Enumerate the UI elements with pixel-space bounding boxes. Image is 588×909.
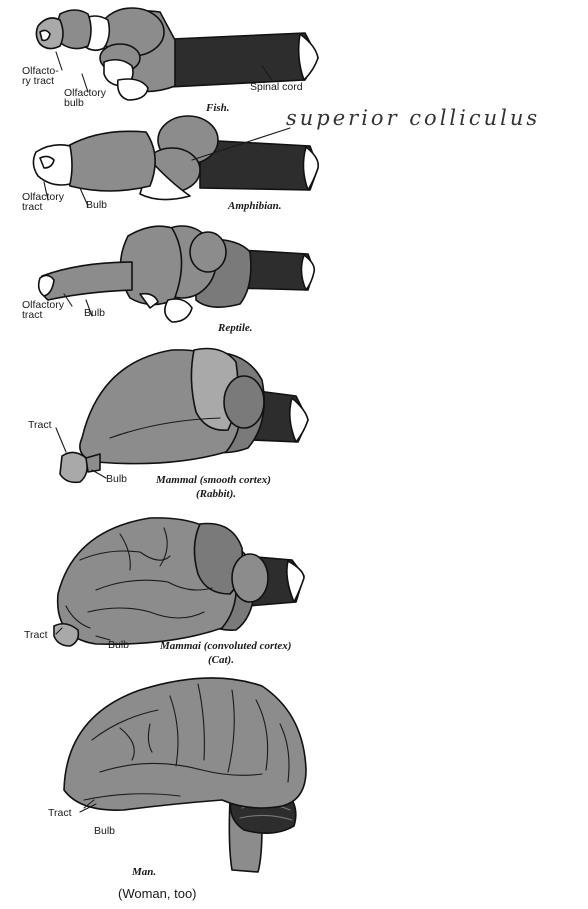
amphibian-bulb-label: Bulb xyxy=(86,200,107,210)
man-caption: Man. xyxy=(132,866,156,878)
rabbit-brain xyxy=(56,349,308,483)
man-bulb-label: Bulb xyxy=(94,826,115,836)
reptile-caption: Reptile. xyxy=(218,322,253,334)
amphibian-caption: Amphibian. xyxy=(228,200,282,212)
fish-olfactory-tract-label: Olfacto-ry tract xyxy=(22,66,59,86)
rabbit-caption-line1: Mammal (smooth cortex) xyxy=(156,474,271,486)
footer-note: (Woman, too) xyxy=(118,886,197,901)
rabbit-tract-label: Tract xyxy=(28,420,52,430)
cat-brain xyxy=(54,518,304,646)
handwritten-annotation: superior colliculus xyxy=(286,106,540,130)
cat-bulb-label: Bulb xyxy=(108,640,129,650)
fish-spinal-cord-label: Spinal cord xyxy=(250,82,303,92)
man-tract-label: Tract xyxy=(48,808,72,818)
rabbit-caption-line2: (Rabbit). xyxy=(196,488,236,500)
cat-tract-label: Tract xyxy=(24,630,48,640)
cat-caption-line2: (Cat). xyxy=(208,654,234,666)
rabbit-bulb-label: Bulb xyxy=(106,474,127,484)
reptile-bulb-label: Bulb xyxy=(84,308,105,318)
fish-caption: Fish. xyxy=(206,102,230,114)
human-brain xyxy=(64,678,306,872)
cat-caption-line1: Mammai (convoluted cortex) xyxy=(160,640,291,652)
amphibian-brain xyxy=(33,116,318,206)
reptile-brain xyxy=(39,226,315,322)
